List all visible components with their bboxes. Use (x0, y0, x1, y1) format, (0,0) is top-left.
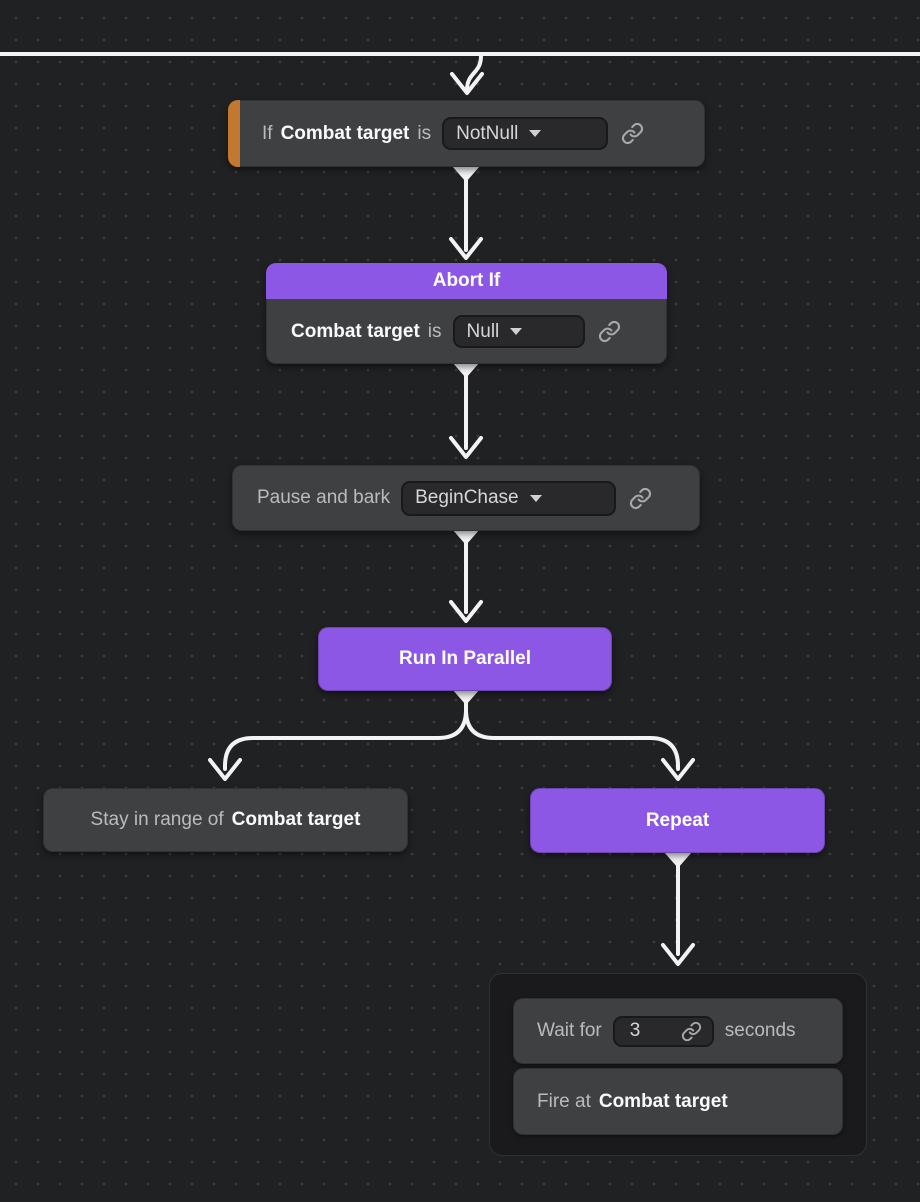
condition-prefix-label: If (262, 122, 273, 144)
node-abort-if[interactable]: Abort If Combat target is Null (266, 263, 667, 364)
abort-value-dropdown[interactable]: Null (452, 315, 585, 348)
wire-entry (465, 54, 483, 92)
fire-label: Fire at (537, 1090, 591, 1112)
link-icon[interactable] (621, 122, 644, 145)
wait-seconds-value: 3 (629, 1020, 641, 1041)
arrowhead-icon (208, 758, 242, 781)
condition-value-dropdown[interactable]: NotNull (442, 117, 609, 150)
condition-accent-bar (228, 100, 240, 167)
dropdown-selected-value: Null (466, 320, 500, 342)
link-icon[interactable] (598, 320, 621, 343)
wait-unit-label: seconds (724, 1020, 796, 1041)
condition-operator-label: is (417, 122, 432, 144)
condition-variable-label: Combat target (280, 122, 410, 144)
wait-label: Wait for (537, 1020, 602, 1041)
node-run-in-parallel[interactable]: Run In Parallel (318, 627, 612, 691)
wire-parallel-to-repeat (464, 700, 680, 771)
arrowhead-icon (449, 237, 483, 260)
arrowhead-icon (449, 600, 483, 623)
stay-variable-label: Combat target (231, 809, 361, 830)
abort-variable-label: Combat target (291, 320, 420, 342)
dropdown-selected-value: NotNull (456, 122, 519, 144)
node-title: Run In Parallel (399, 648, 531, 669)
wait-seconds-input[interactable]: 3 (612, 1015, 714, 1047)
output-port[interactable] (664, 852, 692, 868)
arrowhead-icon (450, 72, 484, 95)
output-port[interactable] (452, 689, 480, 705)
node-title: Repeat (645, 809, 710, 831)
node-title: Abort If (266, 263, 667, 299)
chevron-down-icon (529, 494, 542, 502)
node-repeat[interactable]: Repeat (530, 788, 825, 853)
arrowhead-icon (661, 943, 695, 966)
arrowhead-icon (449, 436, 483, 459)
link-icon[interactable] (681, 1021, 702, 1042)
repeat-subtree-group[interactable]: Wait for 3 seconds Fire at Combat target (489, 973, 867, 1156)
abort-operator-label: is (427, 320, 442, 342)
fire-variable-label: Combat target (598, 1090, 728, 1112)
node-fire-at[interactable]: Fire at Combat target (513, 1068, 843, 1135)
arrowhead-icon (661, 758, 695, 781)
dropdown-selected-value: BeginChase (415, 487, 519, 508)
node-stay-in-range[interactable]: Stay in range of Combat target (43, 788, 408, 852)
bark-value-dropdown[interactable]: BeginChase (401, 480, 617, 516)
wire-parallel-to-stay (223, 700, 468, 771)
output-port[interactable] (452, 529, 480, 545)
output-port[interactable] (452, 166, 480, 182)
node-if-condition[interactable]: If Combat target is NotNull (228, 100, 705, 167)
node-wait[interactable]: Wait for 3 seconds (513, 998, 843, 1064)
stay-label: Stay in range of (90, 809, 224, 830)
chevron-down-icon (510, 328, 523, 335)
output-port[interactable] (452, 362, 480, 378)
chevron-down-icon (529, 130, 542, 137)
link-icon[interactable] (629, 487, 652, 510)
pause-label: Pause and bark (257, 487, 391, 508)
node-pause-and-bark[interactable]: Pause and bark BeginChase (232, 465, 700, 531)
